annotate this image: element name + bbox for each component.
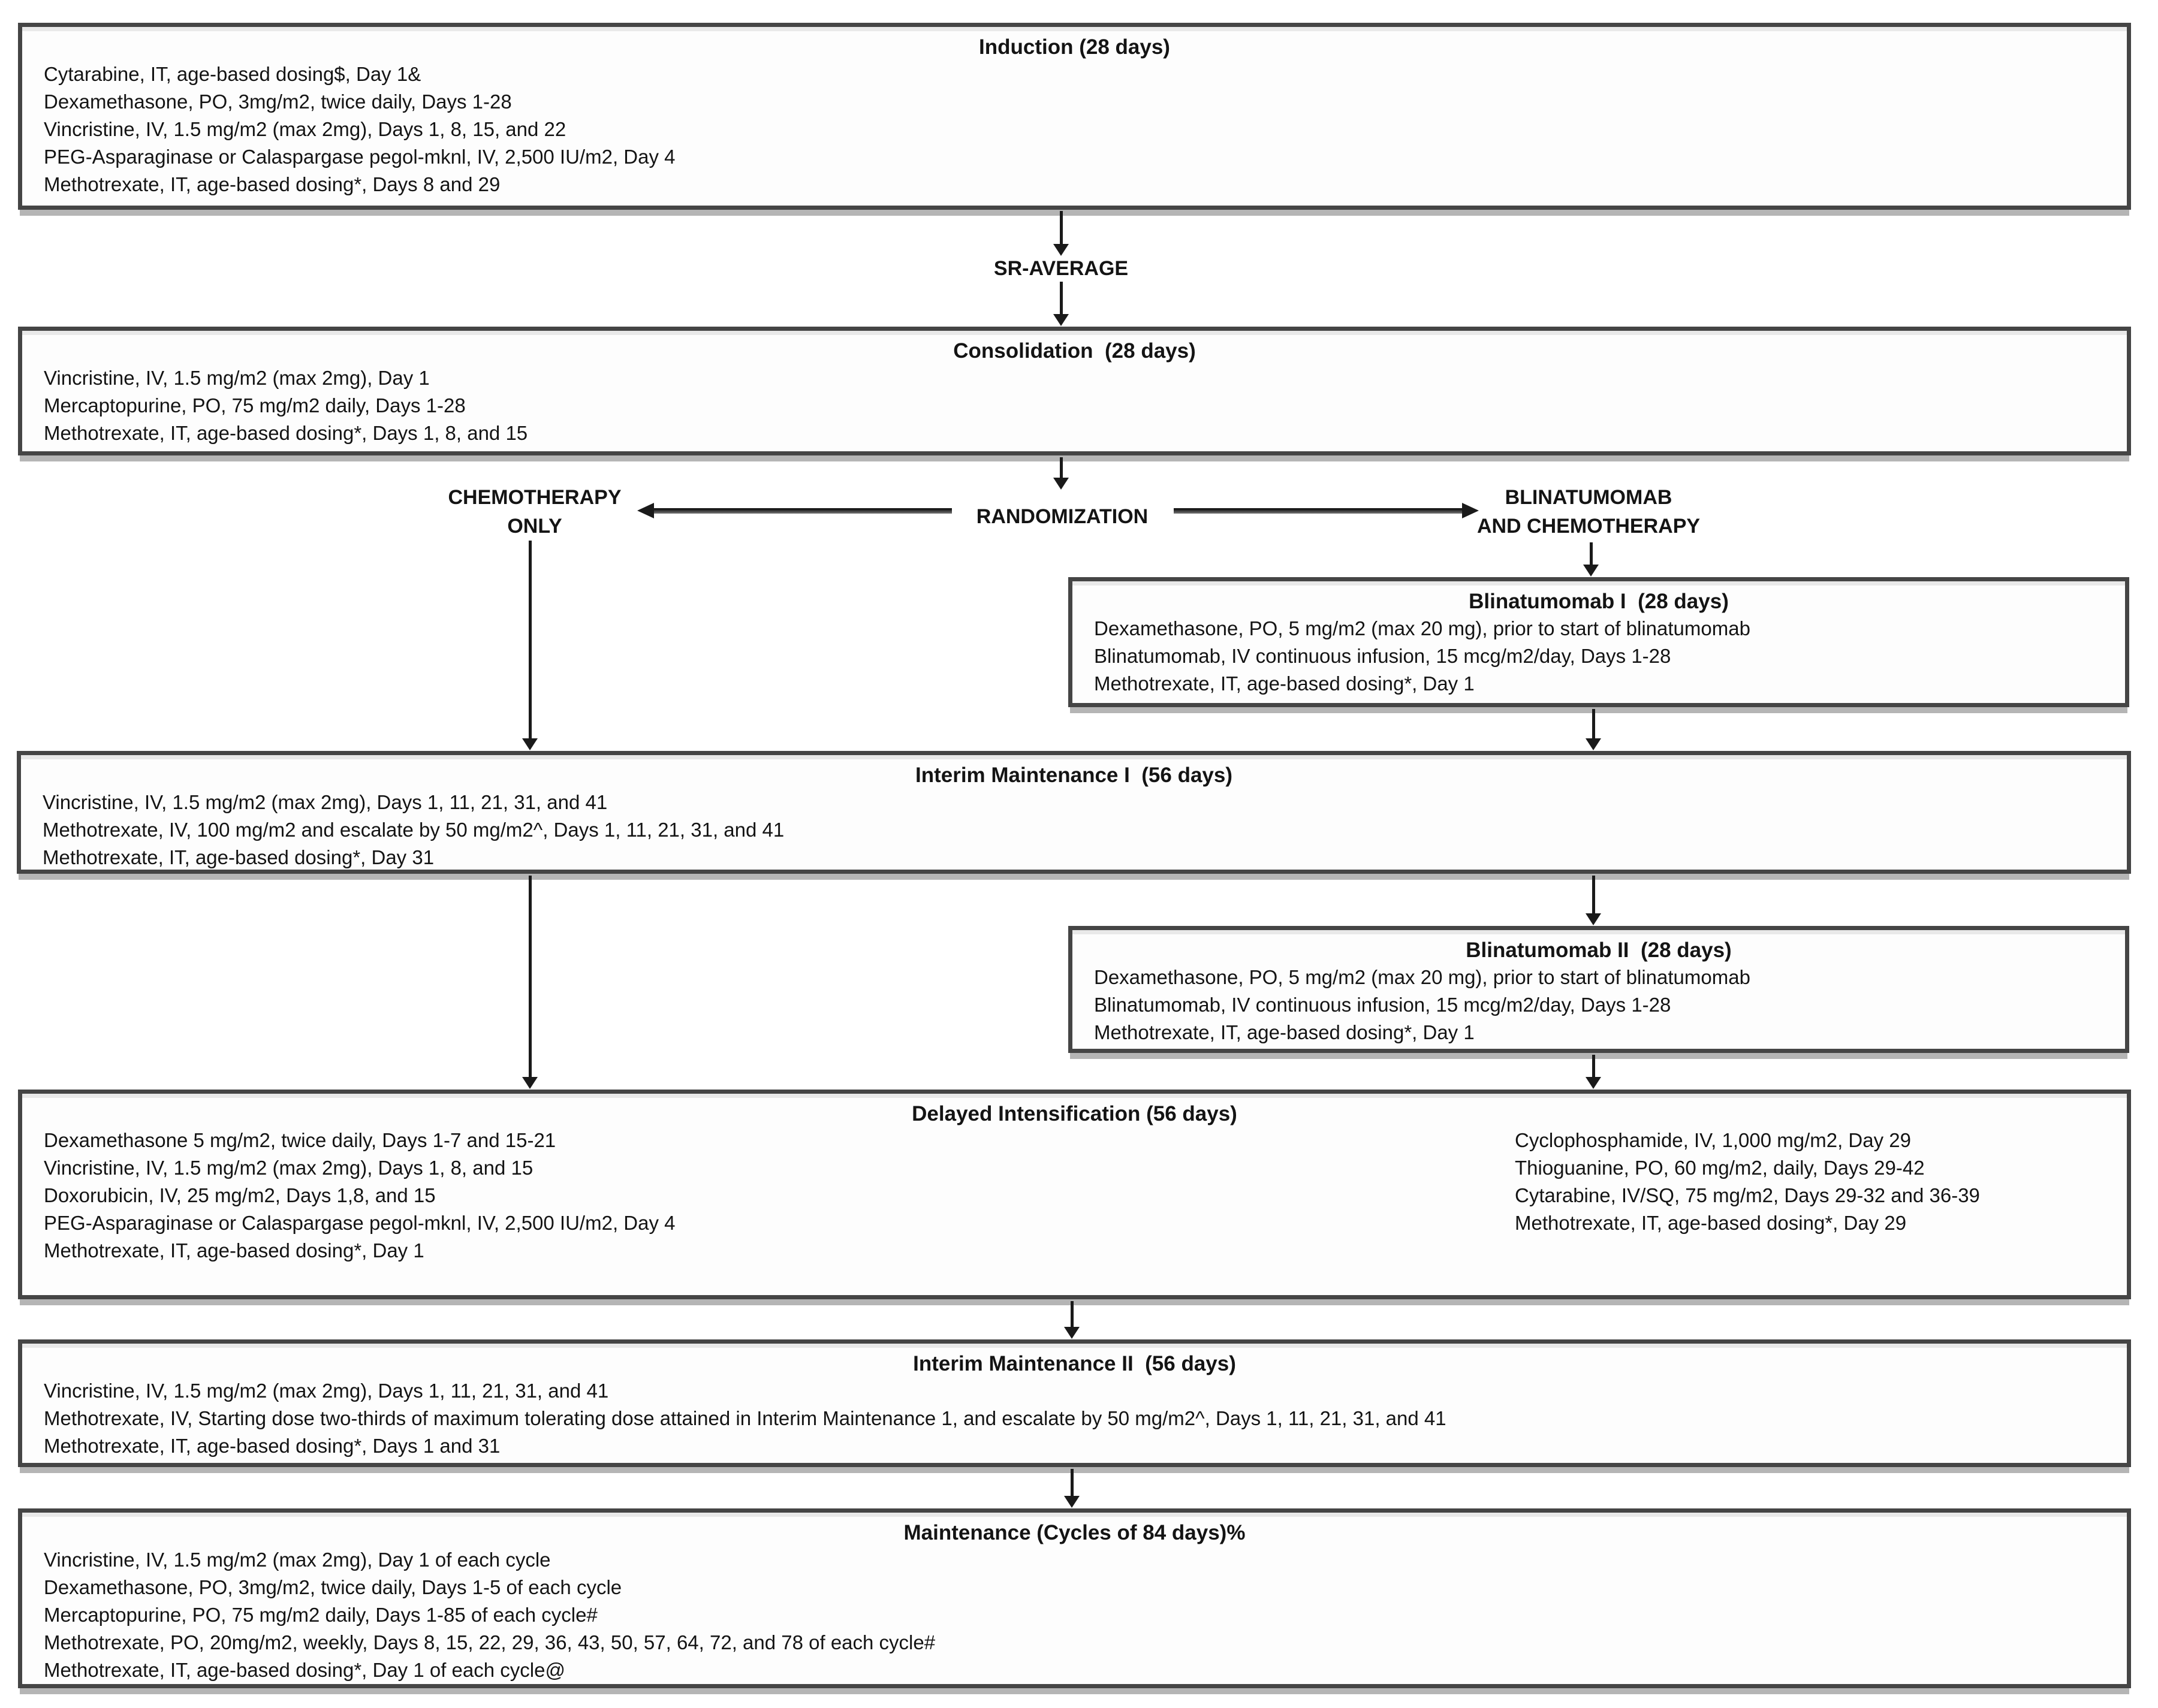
drug-line: Cyclophosphamide, IV, 1,000 mg/m2, Day 2… [1515,1129,1911,1151]
drug-line: Blinatumomab, IV continuous infusion, 15… [1094,994,1671,1016]
label-chemotherapy-only: CHEMOTHERAPY ONLY [448,486,622,538]
arrowhead-left-icon [637,503,654,518]
drug-line: Cytarabine, IT, age-based dosing$, Day 1… [44,63,421,85]
drug-line: PEG-Asparaginase or Calaspargase pegol-m… [44,146,676,168]
stage-title-consolidation: Consolidation (28 days) [953,339,1196,363]
drug-line: Methotrexate, IT, age-based dosing*, Day… [44,1659,565,1681]
drug-line: Thioguanine, PO, 60 mg/m2, daily, Days 2… [1515,1157,1925,1179]
arrowhead-down-icon [522,738,538,750]
drug-line: Methotrexate, IT, age-based dosing*, Day… [44,1435,501,1457]
drug-line: Methotrexate, IT, age-based dosing*, Day… [43,846,435,868]
drug-line: Dexamethasone, PO, 5 mg/m2 (max 20 mg), … [1094,617,1750,639]
drug-line: Methotrexate, IV, 100 mg/m2 and escalate… [43,819,785,841]
stage-title-induction: Induction (28 days) [979,35,1170,59]
stage-box-maintenance: Maintenance (Cycles of 84 days)% Vincris… [18,1508,2131,1688]
stage-box-interim-maintenance-2: Interim Maintenance II (56 days) Vincris… [18,1339,2131,1467]
drug-list-blinatumomab-1: Dexamethasone, PO, 5 mg/m2 (max 20 mg), … [1072,615,2125,698]
drug-line: Methotrexate, PO, 20mg/m2, weekly, Days … [44,1631,936,1653]
arrow-blinatumomab-1-to-interim-maintenance-1 [1586,709,1601,750]
drug-line: Mercaptopurine, PO, 75 mg/m2 daily, Days… [44,394,466,417]
drug-line: Vincristine, IV, 1.5 mg/m2 (max 2mg), Da… [44,118,566,140]
arrow-randomization-to-chemotherapy-only [637,503,952,518]
stage-title-interim-maintenance-2: Interim Maintenance II (56 days) [913,1352,1236,1375]
arrowhead-down-icon [522,1077,538,1089]
arrowhead-down-icon [1064,1496,1080,1508]
drug-line: Methotrexate, IT, age-based dosing*, Day… [1515,1212,1907,1234]
arrowhead-down-icon [1586,1077,1601,1089]
arrow-chemotherapy-only-to-interim-maintenance-1 [522,541,538,750]
arrowhead-down-icon [1586,738,1601,750]
drug-line: Vincristine, IV, 1.5 mg/m2 (max 2mg), Da… [44,367,430,389]
arrow-blinatumomab-label-to-blinatumomab-1 [1583,542,1599,577]
drug-line: Blinatumomab, IV continuous infusion, 15… [1094,645,1671,667]
label-blinatumomab-and-chemotherapy: BLINATUMOMAB AND CHEMOTHERAPY [1476,486,1701,538]
arrowhead-down-icon [1053,244,1069,256]
arrowhead-down-icon [1064,1327,1080,1339]
drug-line: Dexamethasone 5 mg/m2, twice daily, Days… [44,1129,556,1151]
drug-list-interim-maintenance-1: Vincristine, IV, 1.5 mg/m2 (max 2mg), Da… [21,789,2127,871]
drug-list-consolidation: Vincristine, IV, 1.5 mg/m2 (max 2mg), Da… [22,364,2127,447]
stage-box-induction: Induction (28 days) Cytarabine, IT, age-… [18,23,2131,210]
drug-line: Dexamethasone, PO, 5 mg/m2 (max 20 mg), … [1094,966,1750,988]
drug-list-blinatumomab-2: Dexamethasone, PO, 5 mg/m2 (max 20 mg), … [1072,964,2125,1046]
stage-title-delayed-intensification: Delayed Intensification (56 days) [912,1102,1237,1125]
drug-line: Methotrexate, IT, age-based dosing*, Day… [44,173,501,195]
stage-box-delayed-intensification: Delayed Intensification (56 days) Dexame… [18,1090,2131,1299]
stage-title-maintenance: Maintenance (Cycles of 84 days)% [903,1521,1246,1544]
drug-line: Vincristine, IV, 1.5 mg/m2 (max 2mg), Da… [44,1380,609,1402]
drug-line: Dexamethasone, PO, 3mg/m2, twice daily, … [44,1576,622,1598]
drug-list-delayed-intensification-right: Cyclophosphamide, IV, 1,000 mg/m2, Day 2… [1515,1127,1980,1237]
arrowhead-down-icon [1053,478,1069,490]
drug-line: Vincristine, IV, 1.5 mg/m2 (max 2mg), Da… [43,791,608,813]
drug-list-maintenance: Vincristine, IV, 1.5 mg/m2 (max 2mg), Da… [22,1546,2127,1684]
arrow-sr-average-to-consolidation [1053,282,1069,326]
drug-list-induction: Cytarabine, IT, age-based dosing$, Day 1… [22,61,2127,198]
drug-line: Methotrexate, IT, age-based dosing*, Day… [1094,672,1475,695]
arrowhead-down-icon [1586,913,1601,925]
drug-list-delayed-intensification-left: Dexamethasone 5 mg/m2, twice daily, Days… [44,1127,676,1265]
drug-line: Doxorubicin, IV, 25 mg/m2, Days 1,8, and… [44,1184,436,1206]
drug-line: PEG-Asparaginase or Calaspargase pegol-m… [44,1212,676,1234]
arrow-interim-maintenance-2-to-maintenance [1064,1469,1080,1508]
arrow-induction-to-sr-average [1053,211,1069,256]
drug-line: Methotrexate, IT, age-based dosing*, Day… [44,1239,424,1262]
stage-title-interim-maintenance-1: Interim Maintenance I (56 days) [915,764,1233,787]
drug-line: Vincristine, IV, 1.5 mg/m2 (max 2mg), Da… [44,1157,534,1179]
arrow-interim-maintenance-1-to-blinatumomab-2 [1586,876,1601,925]
drug-line: Methotrexate, IT, age-based dosing*, Day… [44,422,528,444]
arrowhead-right-icon [1462,503,1479,518]
stage-title-blinatumomab-1: Blinatumomab I (28 days) [1469,590,1729,613]
drug-list-interim-maintenance-2: Vincristine, IV, 1.5 mg/m2 (max 2mg), Da… [22,1377,2127,1460]
drug-line: Vincristine, IV, 1.5 mg/m2 (max 2mg), Da… [44,1549,551,1571]
drug-line: Cytarabine, IV/SQ, 75 mg/m2, Days 29-32 … [1515,1184,1980,1206]
drug-line: Mercaptopurine, PO, 75 mg/m2 daily, Days… [44,1604,598,1626]
arrow-randomization-to-blinatumomab-chemotherapy [1174,503,1479,518]
label-sr-average: SR-AVERAGE [993,257,1129,280]
arrowhead-down-icon [1583,565,1599,577]
label-randomization: RANDOMIZATION [976,505,1149,528]
stage-box-blinatumomab-2: Blinatumomab II (28 days) Dexamethasone,… [1068,926,2129,1053]
stage-title-blinatumomab-2: Blinatumomab II (28 days) [1466,939,1732,962]
stage-box-interim-maintenance-1: Interim Maintenance I (56 days) Vincrist… [17,751,2131,874]
stage-box-blinatumomab-1: Blinatumomab I (28 days) Dexamethasone, … [1068,577,2129,707]
drug-line: Dexamethasone, PO, 3mg/m2, twice daily, … [44,90,512,113]
drug-line: Methotrexate, IT, age-based dosing*, Day… [1094,1021,1475,1043]
arrow-blinatumomab-2-to-delayed-intensification [1586,1055,1601,1089]
arrow-delayed-intensification-to-interim-maintenance-2 [1064,1301,1080,1339]
arrowhead-down-icon [1053,314,1069,326]
drug-line: Methotrexate, IV, Starting dose two-thir… [44,1407,1446,1429]
arrow-interim-maintenance-1-to-delayed-intensification [522,876,538,1089]
stage-box-consolidation: Consolidation (28 days) Vincristine, IV,… [18,327,2131,455]
arrow-consolidation-to-randomization [1053,457,1069,490]
